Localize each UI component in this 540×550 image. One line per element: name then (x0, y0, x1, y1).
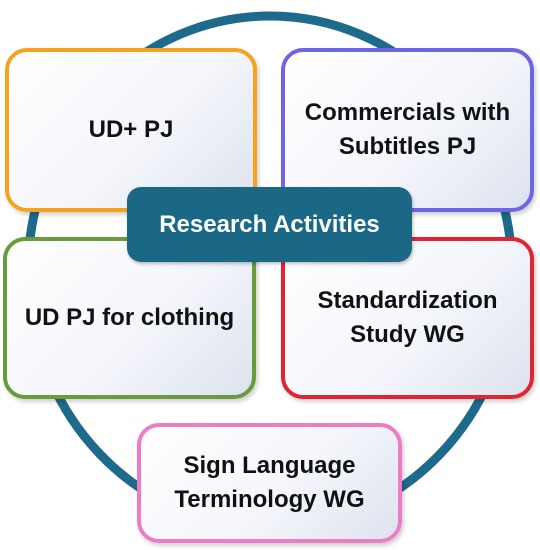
center-label-research-activities: Research Activities (127, 187, 412, 262)
box-standardization-label: Standardization Study WG (317, 287, 498, 348)
box-commercials-label: Commercials with Subtitles PJ (304, 99, 511, 160)
box-clothing-label: UD PJ for clothing (24, 304, 235, 331)
box-commercials-with-subtitles-pj: Commercials with Subtitles PJ (281, 48, 534, 212)
center-label-text: Research Activities (159, 210, 380, 238)
box-sign-language-label: Sign Language Terminology WG (174, 452, 365, 513)
box-ud-pj-for-clothing: UD PJ for clothing (3, 237, 256, 399)
box-standardization-study-wg: Standardization Study WG (281, 237, 534, 399)
box-sign-language-terminology-wg: Sign Language Terminology WG (137, 423, 402, 543)
box-ud-plus-pj-label: UD+ PJ (88, 116, 174, 143)
